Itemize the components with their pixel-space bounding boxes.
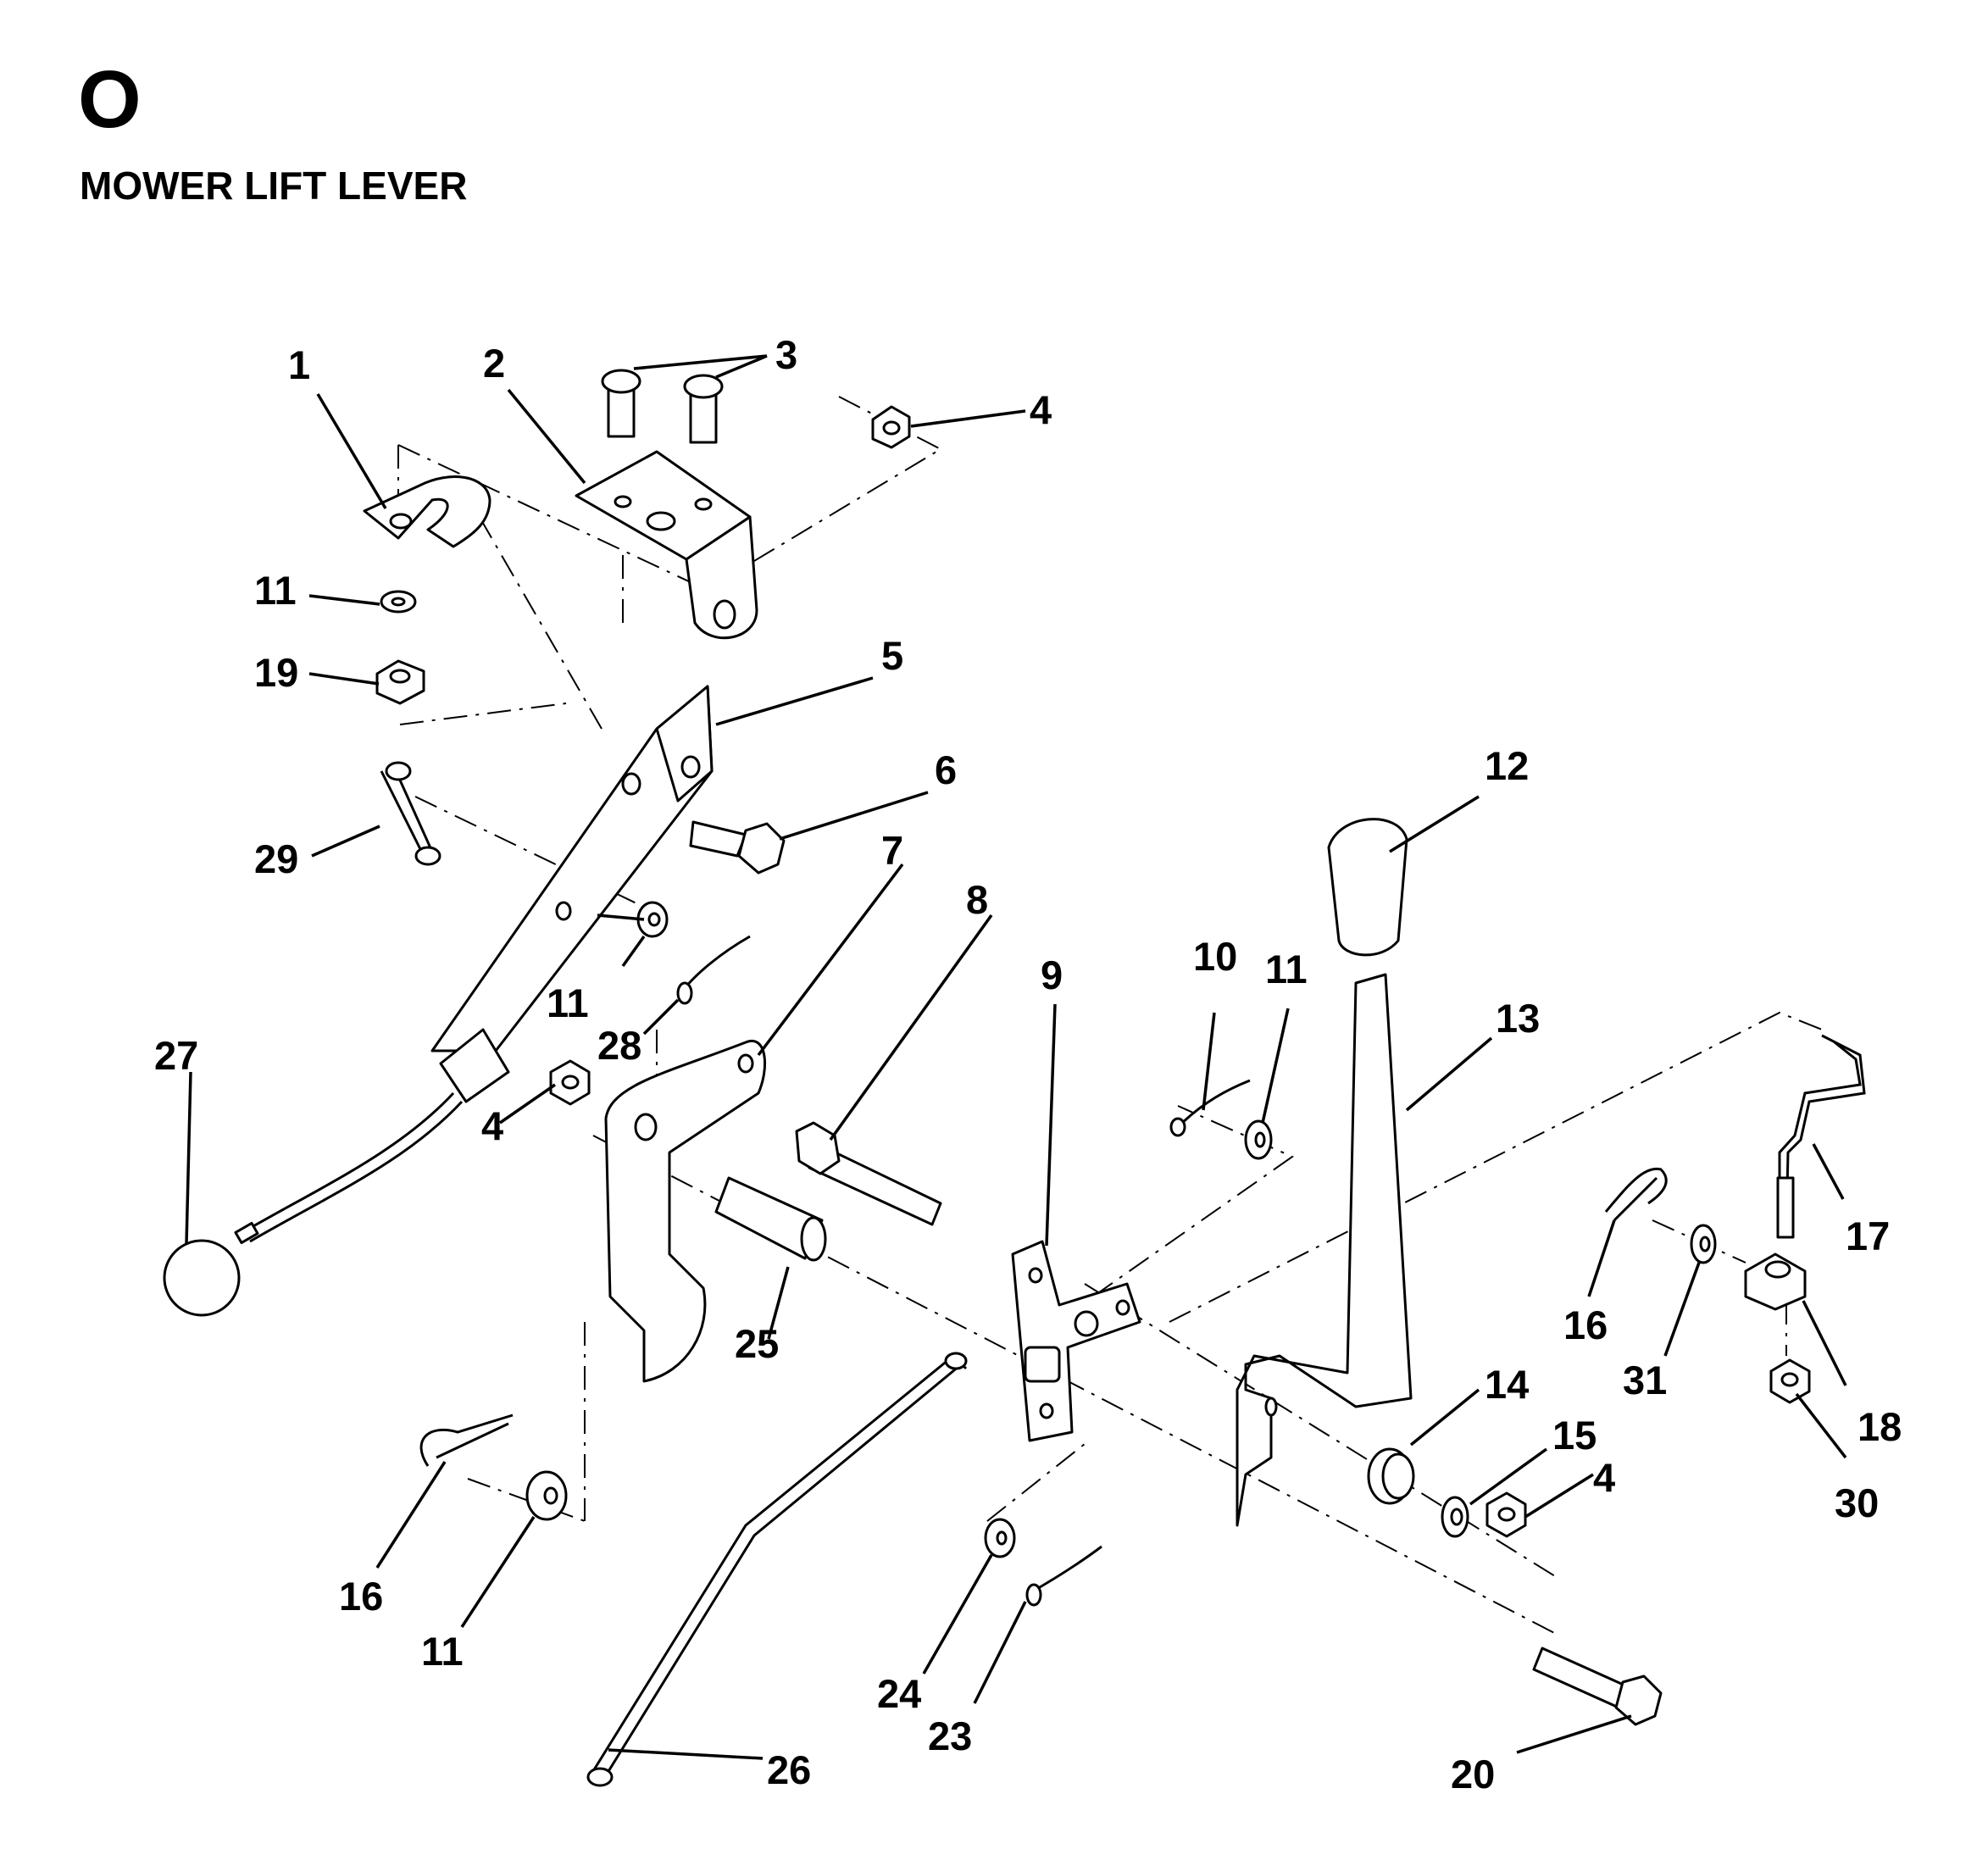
callout-28: 28 bbox=[597, 1023, 641, 1068]
part-4-nut-top bbox=[871, 405, 911, 449]
callout-10: 10 bbox=[1193, 934, 1237, 979]
callout-7: 7 bbox=[881, 828, 903, 873]
part-10-cotter-pin bbox=[1169, 1079, 1251, 1137]
part-26-lift-rod bbox=[586, 1352, 968, 1787]
part-1-clip bbox=[363, 475, 491, 548]
callout-1: 1 bbox=[288, 342, 310, 387]
part-14-bushing bbox=[1367, 1447, 1415, 1505]
callout-2: 2 bbox=[483, 341, 505, 386]
callout-30: 30 bbox=[1835, 1480, 1879, 1525]
callout-29: 29 bbox=[254, 836, 298, 881]
callout-31: 31 bbox=[1623, 1358, 1667, 1402]
callout-26: 26 bbox=[767, 1747, 811, 1792]
part-11-washer-top bbox=[380, 590, 417, 614]
part-31-washer bbox=[1690, 1224, 1717, 1264]
callout-16-left: 16 bbox=[339, 1574, 383, 1619]
callout-labels: 1 2 3 4 5 6 7 8 9 10 11 11 11 11 12 13 1… bbox=[154, 332, 1902, 1797]
part-24-washer bbox=[984, 1518, 1016, 1558]
part-11-washer-mid bbox=[636, 901, 669, 938]
part-18-swivel bbox=[1744, 1252, 1807, 1311]
callout-13: 13 bbox=[1496, 996, 1540, 1041]
callout-14: 14 bbox=[1485, 1362, 1529, 1407]
part-4-nut-right bbox=[1485, 1491, 1527, 1538]
part-20-bolt bbox=[1532, 1647, 1663, 1726]
part-6-bolt bbox=[689, 820, 786, 875]
part-29-link bbox=[380, 761, 441, 866]
callout-24: 24 bbox=[877, 1671, 921, 1716]
part-2-bracket bbox=[575, 450, 758, 640]
callout-8: 8 bbox=[966, 877, 988, 922]
callout-23: 23 bbox=[928, 1713, 972, 1758]
callout-11-right: 11 bbox=[1265, 947, 1308, 991]
part-16-hairpin-right bbox=[1604, 1167, 1668, 1222]
callout-17: 17 bbox=[1846, 1213, 1890, 1258]
leader-lines bbox=[185, 354, 1847, 1760]
callout-4-left: 4 bbox=[481, 1103, 503, 1148]
part-7-plate bbox=[604, 1039, 767, 1383]
callout-6: 6 bbox=[935, 747, 957, 792]
callout-19: 19 bbox=[254, 650, 298, 695]
part-3-bolts bbox=[601, 369, 724, 444]
callout-20: 20 bbox=[1451, 1752, 1495, 1797]
part-13-lever bbox=[1236, 973, 1413, 1527]
part-28-cotter-pin bbox=[676, 935, 751, 1005]
callout-5: 5 bbox=[881, 633, 903, 678]
callout-15: 15 bbox=[1552, 1413, 1597, 1458]
part-27-ball-knob bbox=[163, 1239, 241, 1317]
callout-4-right: 4 bbox=[1593, 1455, 1615, 1500]
callout-3: 3 bbox=[775, 332, 797, 377]
part-23-cotter-pin bbox=[1025, 1545, 1102, 1607]
callout-4-top: 4 bbox=[1030, 387, 1052, 432]
assembly-lines bbox=[397, 396, 1823, 1636]
part-11-washer-bottom bbox=[525, 1470, 568, 1521]
callout-11-bottom: 11 bbox=[421, 1629, 464, 1674]
section-title: MOWER LIFT LEVER bbox=[80, 164, 468, 208]
callout-25: 25 bbox=[735, 1321, 779, 1366]
part-8-long-bolt bbox=[795, 1121, 942, 1226]
part-25-tube bbox=[714, 1176, 827, 1262]
part-19-nut bbox=[375, 659, 425, 705]
part-30-nut bbox=[1769, 1358, 1811, 1404]
section-letter: O bbox=[78, 54, 142, 145]
part-9-pivot-plate bbox=[1011, 1240, 1141, 1442]
part-5-lift-arm bbox=[234, 685, 714, 1245]
part-15-washer bbox=[1441, 1496, 1469, 1538]
callout-11-mid: 11 bbox=[547, 980, 589, 1025]
callout-27: 27 bbox=[154, 1033, 198, 1078]
part-11-washer-right bbox=[1244, 1119, 1273, 1160]
part-12-knob bbox=[1327, 818, 1408, 957]
callout-11-top: 11 bbox=[254, 568, 297, 613]
part-17-rod bbox=[1776, 1034, 1866, 1239]
callout-18: 18 bbox=[1858, 1404, 1902, 1449]
callout-16-right: 16 bbox=[1563, 1302, 1608, 1347]
part-4-nut-left bbox=[549, 1059, 591, 1106]
callout-9: 9 bbox=[1041, 952, 1063, 997]
part-16-hairpin-left bbox=[419, 1413, 514, 1467]
callout-12: 12 bbox=[1485, 743, 1529, 788]
